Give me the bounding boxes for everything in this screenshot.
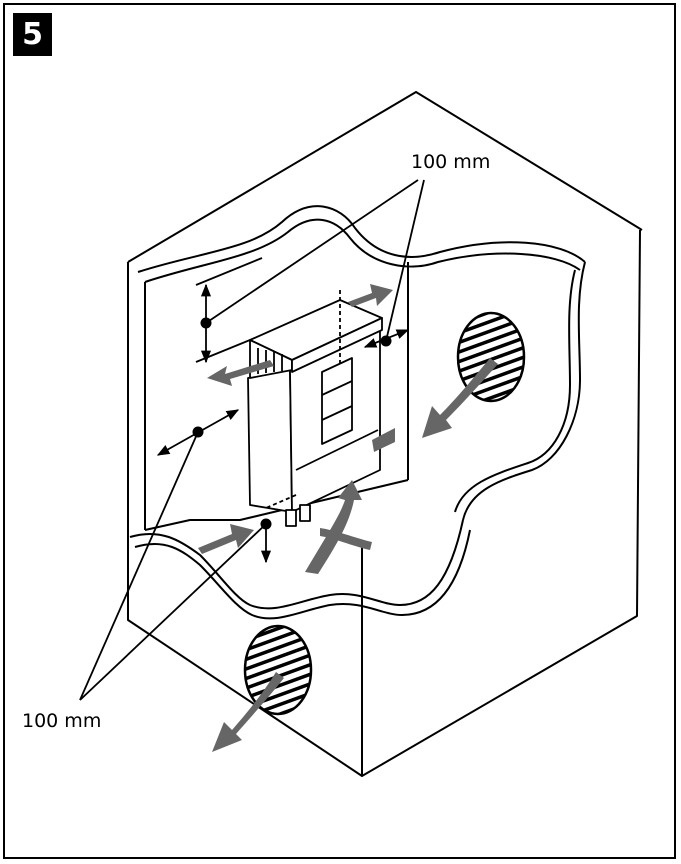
step-number-badge: 5 [13, 13, 52, 56]
airflow-arrows [198, 284, 498, 752]
clearance-dimensions [79, 179, 425, 701]
figure-frame [3, 3, 676, 859]
intake-vent-grille [243, 624, 313, 716]
enclosure-outline [127, 91, 643, 777]
airflow-in-curve-arrow [305, 480, 362, 574]
drive-unit [247, 299, 383, 527]
airflow-intake-vent-arrow [212, 672, 284, 752]
clearance-points [192, 317, 392, 530]
airflow-out-top-arrow [348, 284, 393, 307]
clearance-label-bottom: 100 mm [22, 710, 101, 732]
clearance-label-top: 100 mm [411, 151, 490, 173]
airflow-out-right-arrow [372, 428, 395, 452]
airflow-exhaust-arrow [422, 358, 498, 438]
airflow-in-left-arrow [198, 524, 254, 554]
airflow-out-left-arrow [207, 360, 274, 386]
